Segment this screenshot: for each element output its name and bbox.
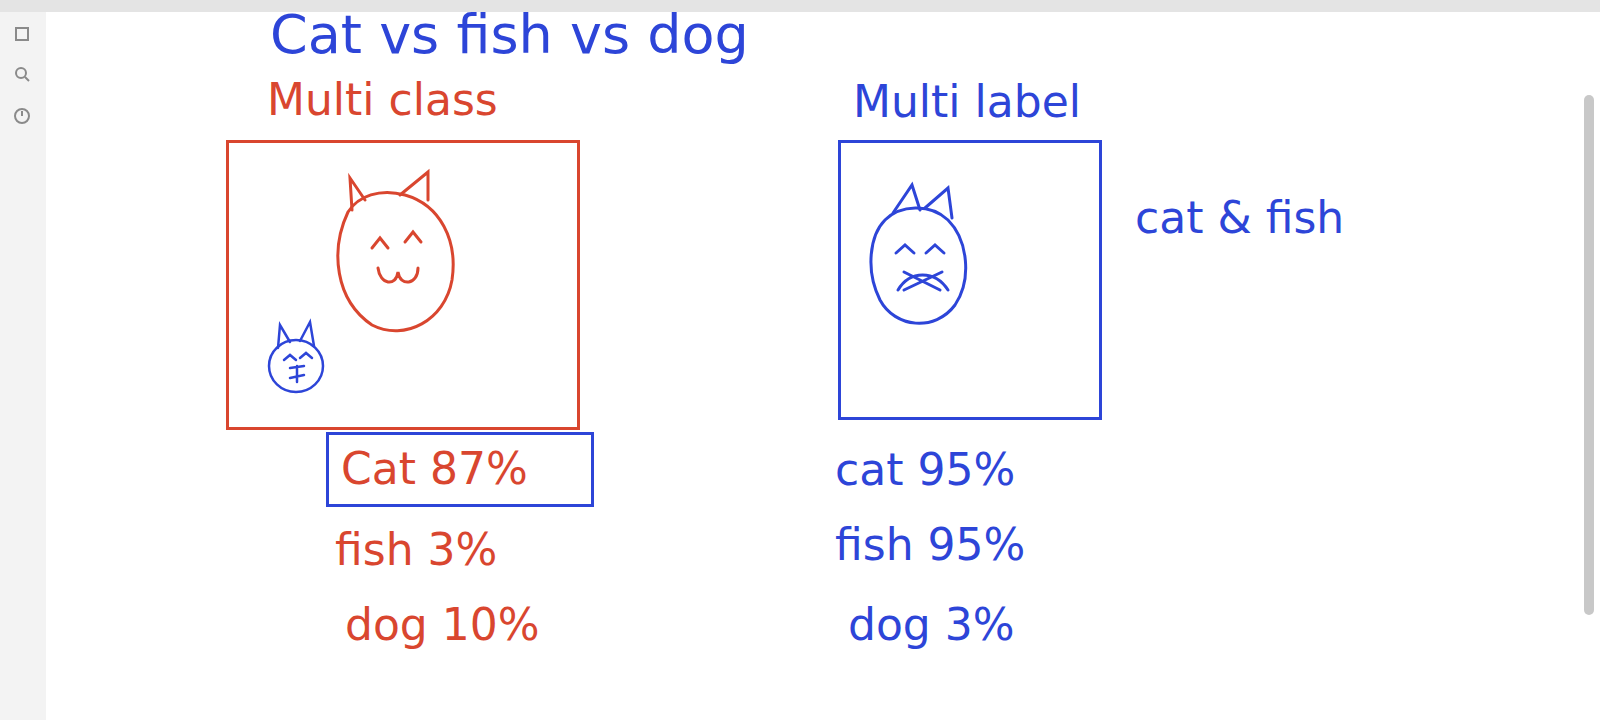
frame-heading: Multi class bbox=[267, 75, 498, 126]
score-label: cat 95% bbox=[835, 445, 1015, 496]
drawing-frame: Multi label bbox=[838, 140, 1102, 420]
page-title: Cat vs fish vs dog bbox=[270, 4, 749, 66]
score-label: dog 3% bbox=[848, 600, 1015, 651]
scrollbar bbox=[1584, 95, 1594, 615]
score-label: fish 95% bbox=[835, 520, 1025, 571]
side-icons bbox=[15, 28, 29, 123]
score-label: cat & fish bbox=[1135, 193, 1344, 244]
box-text: Cat 87% bbox=[341, 444, 528, 495]
side-panel bbox=[0, 12, 46, 720]
cat-drawing bbox=[338, 172, 453, 331]
toolbar bbox=[0, 0, 1600, 12]
sad-cat-drawing bbox=[871, 185, 966, 323]
drawing-frame: Multi class bbox=[226, 140, 580, 430]
frame-heading: Multi label bbox=[853, 77, 1081, 128]
highlight-box: Cat 87% bbox=[326, 432, 594, 507]
small-cat-drawing bbox=[269, 322, 323, 392]
score-label: dog 10% bbox=[345, 600, 540, 651]
score-label: fish 3% bbox=[335, 525, 497, 576]
